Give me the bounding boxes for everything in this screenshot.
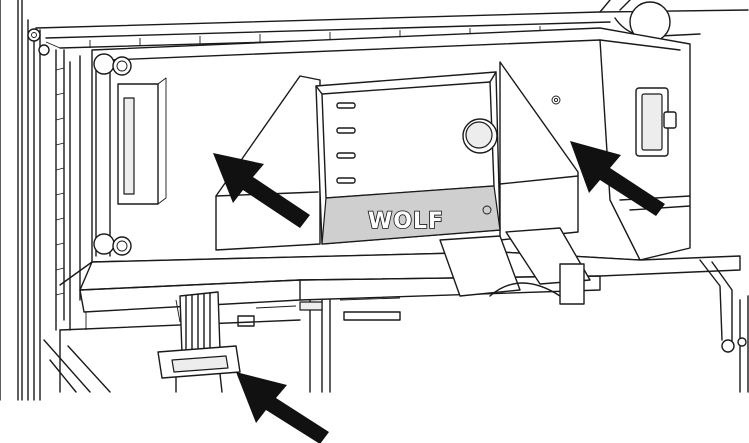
- left-frame-rail: [0, 0, 50, 401]
- arrow-left-housing: [213, 153, 310, 228]
- right-bracket: [699, 259, 749, 393]
- status-led-4: [336, 177, 356, 184]
- arrow-right-housing: [570, 141, 665, 216]
- status-led-2: [336, 127, 356, 134]
- brand-logo: WOLF: [368, 209, 444, 234]
- lower-tray: [43, 227, 741, 393]
- status-led-1: [336, 102, 356, 109]
- rotary-knob: [462, 118, 498, 154]
- left-inner-channel: [55, 49, 81, 331]
- control-panel: WOLF: [315, 71, 501, 245]
- status-led-3: [336, 152, 356, 159]
- cable-connector: [157, 291, 241, 393]
- arrow-cable-connector: [236, 372, 329, 443]
